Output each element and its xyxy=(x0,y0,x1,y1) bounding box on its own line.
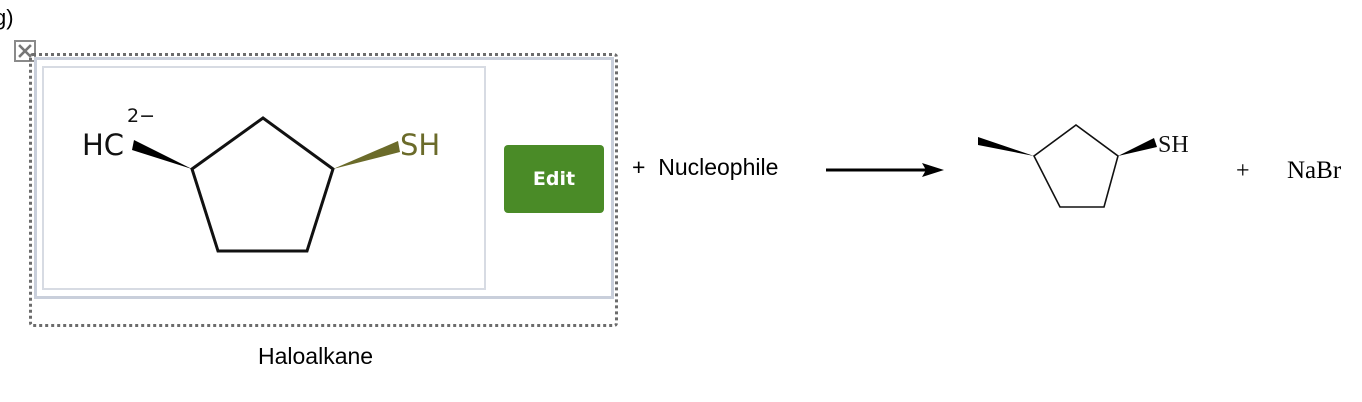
left-wedge-bond xyxy=(132,140,192,169)
right-group-label: SH xyxy=(400,128,440,162)
product-plus-sign: + xyxy=(1236,158,1250,184)
edit-button[interactable]: Edit xyxy=(504,145,604,213)
answer-caption: Haloalkane xyxy=(258,343,374,369)
cyclopentane-ring xyxy=(190,116,335,253)
byproduct-label: NaBr xyxy=(1287,157,1342,184)
charge-label: 2− xyxy=(127,105,155,127)
plus-nucleophile-label: + Nucleophile xyxy=(632,154,779,180)
product-group-label: SH xyxy=(1158,132,1189,158)
product-molecule: SH xyxy=(978,124,1189,208)
answer-drop-zone xyxy=(29,53,618,327)
product-left-wedge xyxy=(978,137,1034,156)
product-right-wedge xyxy=(1118,138,1157,156)
question-part-label: g) xyxy=(0,5,14,30)
molecule-drawing-canvas[interactable]: HC 2− SH xyxy=(42,66,486,290)
close-icon xyxy=(18,44,32,58)
reaction-arrow xyxy=(826,163,944,177)
product-ring xyxy=(1032,124,1119,208)
left-group-label: HC xyxy=(82,128,124,162)
right-wedge-bond xyxy=(333,141,400,169)
